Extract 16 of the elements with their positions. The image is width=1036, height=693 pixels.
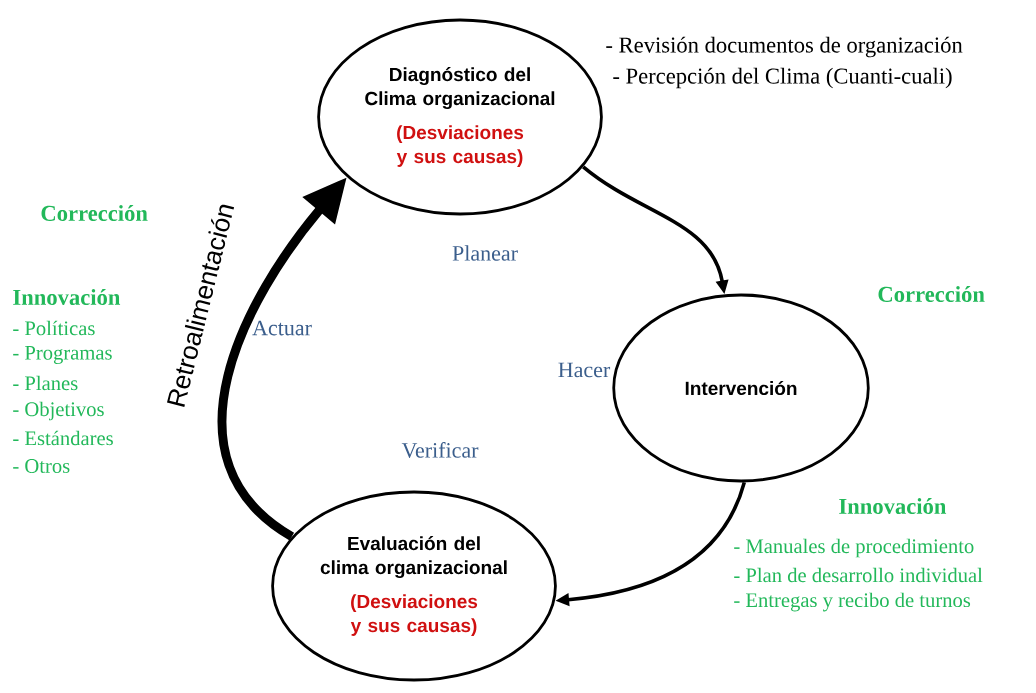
list-item: - Políticas <box>13 320 95 336</box>
heading: Innovación <box>13 289 121 305</box>
heading: Innovación <box>839 498 947 514</box>
list-item: - Programas <box>13 346 112 364</box>
list-item: - Entregas y recibo de turnos <box>734 592 971 612</box>
list-item: - Estándares <box>13 430 113 446</box>
list-item: - Planes <box>13 375 78 391</box>
list-item: - Otros <box>13 459 70 473</box>
list-item: - Objetivos <box>13 401 104 421</box>
step-label: Verificar <box>401 442 479 458</box>
list-item: - Plan de desarrollo individual <box>734 567 983 583</box>
heading: Corrección <box>878 286 985 302</box>
heading: Corrección <box>41 205 148 221</box>
step-label: Planear <box>452 245 518 261</box>
list-item: - Manuales de procedimiento <box>734 538 974 558</box>
step-label: Actuar <box>252 320 312 336</box>
